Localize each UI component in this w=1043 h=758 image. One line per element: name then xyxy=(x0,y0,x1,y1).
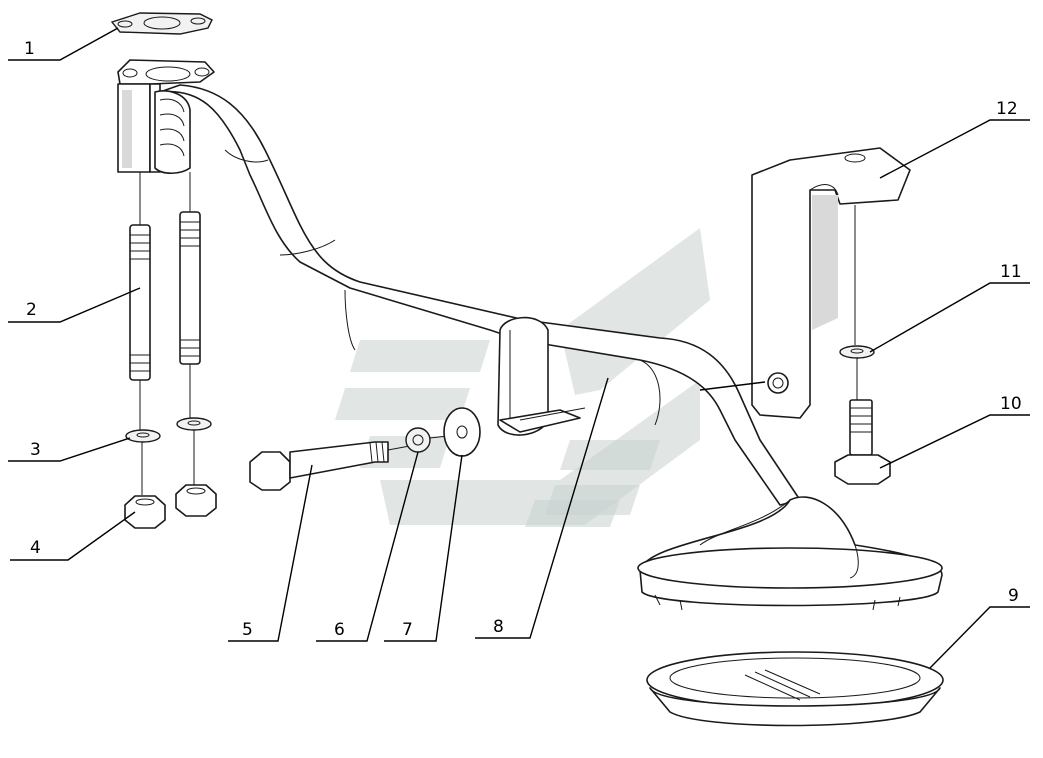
callout-4: 4 xyxy=(30,538,41,558)
washer-part-3 xyxy=(125,417,212,495)
callout-10: 10 xyxy=(1000,394,1022,414)
callout-6: 6 xyxy=(334,620,345,640)
callout-leaders xyxy=(8,27,1030,669)
bolt-part-5 xyxy=(249,441,416,491)
callout-3: 3 xyxy=(30,440,41,460)
callout-5: 5 xyxy=(242,620,253,640)
screen-part-9 xyxy=(646,651,944,727)
nut-part-4 xyxy=(124,484,217,529)
gasket-part-1 xyxy=(110,12,213,35)
bracket-part-12 xyxy=(751,147,911,419)
callout-2: 2 xyxy=(26,300,37,320)
callout-12: 12 xyxy=(996,99,1018,119)
callout-11: 11 xyxy=(1000,262,1022,282)
callout-7: 7 xyxy=(402,620,413,640)
pipe-clamp xyxy=(497,316,586,436)
strainer-housing xyxy=(637,496,943,611)
flat-washer-part-7 xyxy=(443,407,481,457)
callout-1: 1 xyxy=(24,39,35,59)
callout-8: 8 xyxy=(493,617,504,637)
callout-labels: 1 2 3 4 5 6 7 8 9 10 11 12 xyxy=(24,39,1022,640)
stud-part-2 xyxy=(129,172,201,430)
bolt-part-10 xyxy=(834,399,891,485)
washer-part-11 xyxy=(839,345,875,400)
callout-9: 9 xyxy=(1008,586,1019,606)
